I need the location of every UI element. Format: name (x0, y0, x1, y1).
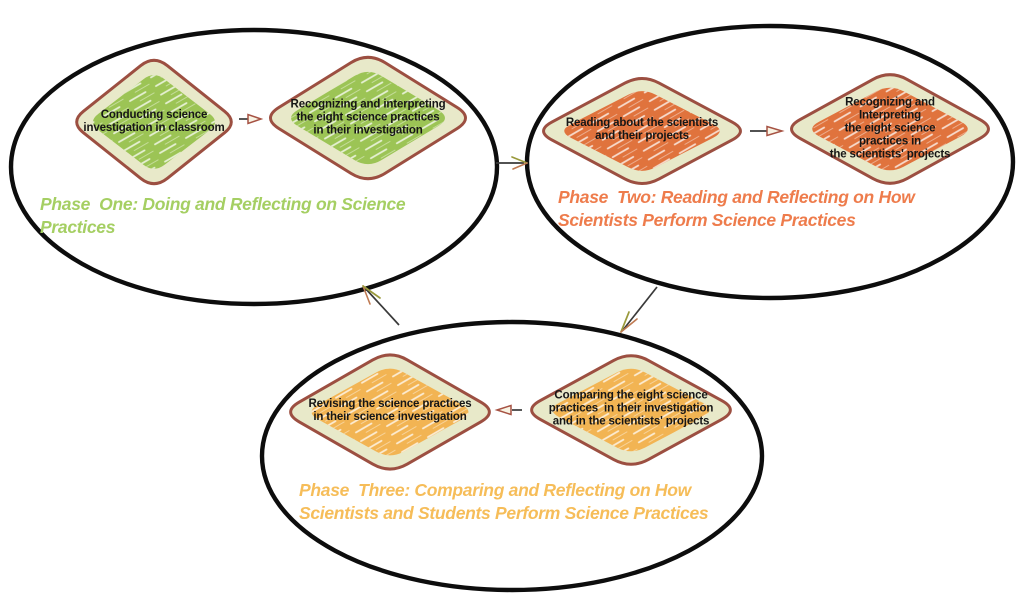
arrow-conducting-to-recognizing (239, 113, 264, 125)
phase-one-title: Phase One: Doing and Reflecting on Scien… (40, 194, 406, 237)
arrow-phase-three-to-phase-one (362, 285, 400, 326)
phase-three-title: Phase Three: Comparing and Reflecting on… (299, 480, 709, 523)
diamond-scribble-texture (92, 75, 216, 169)
phase-three-ellipse (259, 319, 765, 593)
diamond-scribble-texture (552, 368, 710, 452)
node-recognizing-practices-investigation (269, 55, 467, 181)
node-label-comparing-practices: Comparing the eight science practices in… (548, 389, 714, 428)
arrowhead-stroke-brown (362, 285, 371, 305)
open-arrowhead-icon (494, 404, 512, 416)
diamond-scribble-texture (812, 87, 968, 171)
node-label-reading-about-scientists: Reading about the scientists and their p… (565, 117, 719, 142)
node-label-revising-practices: Revising the science practices in their … (308, 398, 472, 423)
open-arrowhead-icon (247, 113, 264, 125)
diamond-scribble-texture (311, 368, 469, 456)
phase-one-ellipse (8, 27, 500, 307)
arrow-reading-to-recognizing (750, 125, 785, 137)
node-comparing-practices (530, 354, 732, 466)
arrowhead-stroke-olive (511, 156, 528, 164)
node-recognizing-practices-scientists (790, 73, 990, 185)
node-label-conducting-investigation: Conducting science investigation in clas… (83, 109, 225, 134)
arrowhead-stroke-olive (620, 311, 630, 333)
diamond-scribble-texture (564, 91, 720, 171)
arrowhead-stroke-brown (620, 318, 638, 333)
arrow-phase-one-to-phase-two (496, 156, 528, 170)
arrow-comparing-to-revising (494, 404, 522, 416)
open-arrowhead-icon (766, 125, 785, 137)
phase-two-title: Phase Two: Reading and Reflecting on How… (558, 187, 915, 230)
diamond-scribble-texture (291, 71, 445, 165)
arrow-line (364, 287, 400, 326)
node-label-recognizing-practices-investigation: Recognizing and interpreting the eight s… (290, 98, 446, 137)
arrow-phase-two-to-phase-three (620, 286, 658, 333)
node-label-recognizing-practices-scientists: Recognizing and Interpreting the eight s… (829, 96, 951, 161)
arrowhead-stroke-olive (362, 285, 381, 299)
node-reading-about-scientists (542, 77, 742, 185)
node-revising-practices (289, 353, 491, 471)
node-conducting-investigation (75, 58, 233, 186)
phase-two-ellipse (524, 23, 1016, 301)
arrowhead-stroke-brown (512, 162, 528, 170)
arrow-line (622, 286, 658, 331)
